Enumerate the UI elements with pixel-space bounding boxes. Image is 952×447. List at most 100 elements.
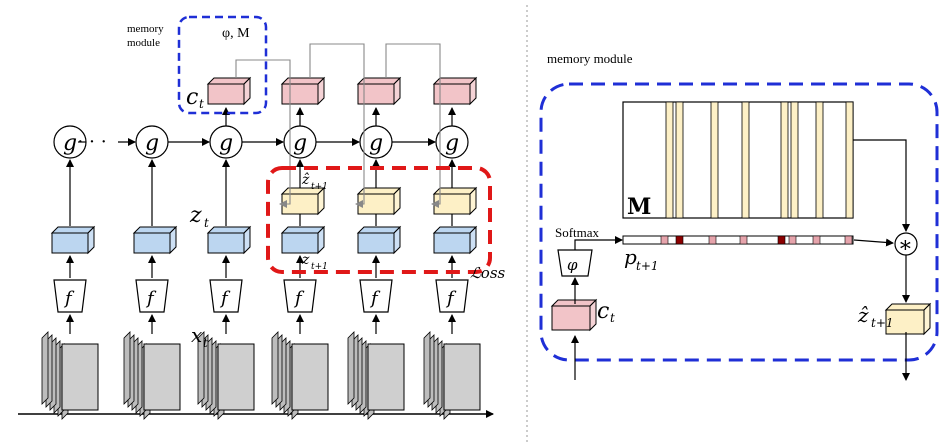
- latent-box-front: [207, 232, 245, 254]
- frame-edge: [41, 331, 49, 405]
- context-box-right-shape: [550, 298, 598, 332]
- multiply-symbol: ∗: [898, 232, 913, 257]
- g-symbol: g: [293, 131, 307, 156]
- memory-slot: [741, 101, 750, 219]
- frame-edge: [197, 331, 205, 405]
- frame-edge: [423, 331, 431, 405]
- latent-box-top: [280, 226, 326, 234]
- callout-label-line1: memory: [127, 23, 164, 35]
- softmax-bar: [622, 235, 854, 245]
- memory-module-box: [539, 82, 939, 362]
- loss-region: [266, 166, 492, 274]
- memory-slot: [780, 101, 789, 219]
- prediction-box: [280, 186, 326, 216]
- context-box-top: [206, 77, 252, 85]
- context-subscript-right: t: [610, 311, 615, 325]
- arrow-memory-to-mult: [853, 139, 910, 232]
- prediction-box: [356, 186, 402, 216]
- prediction-box: [432, 186, 478, 216]
- frame-edge: [347, 331, 355, 405]
- softmax-weight-cell: [675, 235, 684, 245]
- softmax-label: Softmax: [555, 225, 600, 240]
- frame-front: [217, 343, 255, 411]
- f-encoder: [135, 279, 169, 313]
- latent-label: z: [189, 203, 202, 228]
- g-symbol: g: [445, 131, 459, 156]
- f-encoder: [283, 279, 317, 313]
- memory-slot: [675, 101, 684, 219]
- latent-box-front: [51, 232, 89, 254]
- context-box: [206, 76, 252, 106]
- frame-front: [443, 343, 481, 411]
- loss-label: ℒoss: [470, 264, 506, 282]
- p-label: p: [624, 245, 637, 269]
- arrow-phi-to-softmax: [574, 236, 623, 250]
- feedback-line: [235, 59, 291, 208]
- latent-box: [50, 225, 96, 255]
- memory-slot: [710, 101, 719, 219]
- feedback-line: [385, 43, 441, 208]
- memory-matrix: [622, 101, 854, 219]
- context-label-right: c: [597, 299, 609, 324]
- g-symbol: g: [219, 131, 233, 156]
- frame-stack-2: [197, 331, 255, 420]
- frame-stack-5: [423, 331, 481, 420]
- softmax-weight-cell: [812, 235, 821, 245]
- arrow-softmax-to-mult: [853, 238, 894, 247]
- target-subscript: t+1: [311, 262, 328, 272]
- target-label: z: [301, 252, 310, 268]
- output-box-shape: [884, 302, 932, 336]
- prediction-subscript: t+1: [311, 182, 328, 192]
- context-box: [356, 76, 402, 106]
- p-subscript: t+1: [636, 259, 659, 273]
- softmax-weight-cell: [708, 235, 717, 245]
- output-box-shape-front: [885, 309, 925, 335]
- frame-edge: [123, 331, 131, 405]
- context-box-front: [433, 83, 471, 105]
- memory-slot: [845, 101, 854, 219]
- latent-box-top: [356, 226, 402, 234]
- right-panel: memory module M Softmax p t+1 φ c t ∗ ẑ …: [539, 51, 939, 381]
- output-box-shape-top: [884, 303, 932, 311]
- feedback-lines: [235, 43, 441, 208]
- f-encoder: [435, 279, 469, 313]
- output-box-shape-side: [923, 302, 931, 336]
- output-label: ẑ: [857, 303, 869, 327]
- context-box-front: [357, 83, 395, 105]
- output-subscript: t+1: [871, 316, 894, 330]
- context-box-front: [207, 83, 245, 105]
- prediction-label: ẑ: [301, 171, 310, 188]
- context-box: [280, 76, 326, 106]
- latent-box-front: [281, 232, 319, 254]
- frame-stack-1: [123, 331, 181, 420]
- memory-slot: [665, 101, 674, 219]
- context-subscript: t: [199, 97, 204, 111]
- context-box-right-shape-top: [550, 299, 598, 307]
- frame-front: [291, 343, 329, 411]
- g-symbol: g: [63, 131, 77, 156]
- context-box-right-shape-front: [551, 305, 591, 331]
- frame-stack-4: [347, 331, 405, 420]
- frame-front: [367, 343, 405, 411]
- matrix-label: M: [627, 194, 651, 220]
- softmax-weight-cell: [788, 235, 797, 245]
- softmax-weight-cell: [660, 235, 669, 245]
- f-encoder: [359, 279, 393, 313]
- feedback-line: [309, 43, 365, 208]
- latent-box-top: [132, 226, 178, 234]
- phi-symbol: φ: [567, 256, 578, 274]
- latent-box: [432, 225, 478, 255]
- latent-box-front: [357, 232, 395, 254]
- input-subscript: t: [203, 336, 208, 350]
- context-box-top: [280, 77, 326, 85]
- frame-stack-3: [271, 331, 329, 420]
- input-label: x: [191, 323, 202, 347]
- frame-stack-0: [41, 331, 99, 420]
- context-label: c: [186, 85, 198, 110]
- frame-front: [61, 343, 99, 411]
- latent-box-front: [433, 232, 471, 254]
- frame-edge: [271, 331, 279, 405]
- latent-box: [132, 225, 178, 255]
